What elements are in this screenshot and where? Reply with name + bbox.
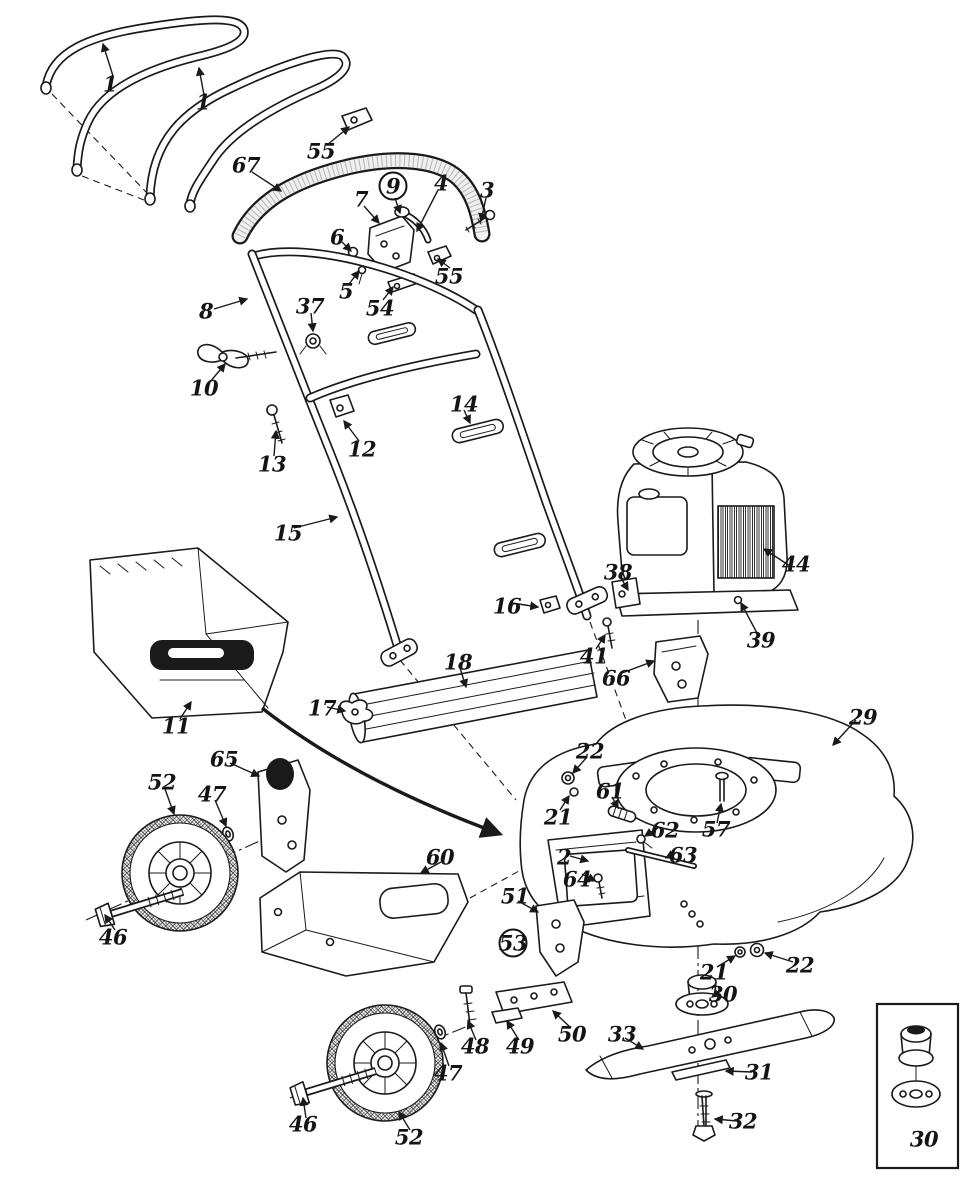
part-label-49: 49 [505, 1033, 535, 1059]
part-label-30-a: 30 [708, 981, 738, 1007]
part-label-15: 15 [273, 520, 303, 546]
blade-bolt-drawing [692, 1090, 716, 1142]
part-label-32: 32 [728, 1108, 758, 1134]
part-label-39: 39 [746, 627, 776, 653]
part-label-51: 51 [500, 883, 530, 909]
part-label-1-a: 1 [102, 71, 118, 97]
part-label-41: 41 [579, 643, 609, 669]
part-label-10: 10 [189, 375, 219, 401]
axle-bolt-rear-drawing [289, 1067, 378, 1106]
part-label-54: 54 [365, 295, 395, 321]
part-label-16: 16 [492, 593, 522, 619]
latch-drawing [339, 699, 374, 725]
part-label-22-a: 22 [575, 738, 605, 764]
part-label-21-b: 21 [699, 959, 729, 985]
part-label-33: 33 [607, 1021, 637, 1047]
part-label-9: 9 [378, 171, 408, 201]
part-label-53: 53 [498, 928, 528, 958]
part-label-62: 62 [650, 817, 680, 843]
part-label-47-b: 47 [433, 1060, 463, 1086]
part-label-61: 61 [595, 778, 625, 804]
part-label-18: 18 [443, 649, 473, 675]
blade-adapter-drawing [675, 974, 729, 1016]
part-label-37: 37 [295, 293, 325, 319]
part-label-17: 17 [307, 695, 337, 721]
part-label-66: 66 [601, 665, 631, 691]
part-label-48: 48 [460, 1033, 490, 1059]
part-label-1-b: 1 [195, 89, 211, 115]
part-label-60: 60 [425, 844, 455, 870]
grass-chute-drawing [89, 547, 289, 719]
baffle-60-drawing [259, 871, 469, 977]
part-label-6: 6 [329, 224, 345, 250]
wheel-front-drawing [122, 815, 238, 931]
part-label-22-b: 22 [785, 952, 815, 978]
part-label-2: 2 [556, 844, 572, 870]
part-label-12: 12 [347, 436, 377, 462]
part-label-64: 64 [562, 866, 592, 892]
part-label-31: 31 [744, 1059, 774, 1085]
washers-21-22-drawing [734, 942, 765, 958]
part-label-52-b: 52 [394, 1124, 424, 1150]
part-label-5: 5 [338, 278, 354, 304]
grip-handle-drawing [231, 152, 491, 245]
bracket-51-drawing [535, 899, 585, 977]
part-label-50: 50 [557, 1021, 587, 1047]
bolt-48-49-drawing [459, 985, 523, 1026]
part-label-13: 13 [257, 451, 287, 477]
part-label-30-inset: 30 [909, 1126, 939, 1152]
part-label-44: 44 [781, 551, 811, 577]
part-label-7: 7 [353, 186, 369, 212]
part-label-3: 3 [479, 177, 495, 203]
part-label-46-a: 46 [98, 924, 128, 950]
part-label-55-a: 55 [306, 138, 336, 164]
part-label-11: 11 [161, 713, 191, 739]
engine-drawing [602, 427, 799, 703]
part-label-52-a: 52 [147, 769, 177, 795]
part-label-55-b: 55 [434, 263, 464, 289]
part-label-29: 29 [848, 704, 878, 730]
part-label-21-a: 21 [543, 804, 573, 830]
part-label-8: 8 [198, 298, 214, 324]
deck-drawing [519, 704, 914, 948]
bracket-50-drawing [495, 981, 573, 1015]
part-label-63: 63 [668, 842, 698, 868]
part-label-38: 38 [603, 559, 633, 585]
part-label-65: 65 [209, 746, 239, 772]
washer-47-rear-drawing [433, 1024, 447, 1040]
part-label-4: 4 [433, 170, 449, 196]
inset-box [875, 1002, 960, 1170]
upper-handle-bar-drawing [40, 15, 249, 177]
blade-drawing [585, 1009, 835, 1081]
part-label-46-b: 46 [288, 1111, 318, 1137]
bracket-65-drawing [257, 758, 311, 873]
wheel-rear-drawing [327, 1005, 443, 1121]
part-label-57: 57 [701, 816, 731, 842]
lower-handle-drawing [197, 247, 609, 667]
assembly-arrow [260, 706, 504, 838]
leader-lines [100, 42, 857, 1131]
handle-bar-2-drawing [144, 49, 373, 213]
part-label-47-a: 47 [197, 781, 227, 807]
part-label-67: 67 [231, 152, 261, 178]
part-label-14: 14 [449, 391, 479, 417]
